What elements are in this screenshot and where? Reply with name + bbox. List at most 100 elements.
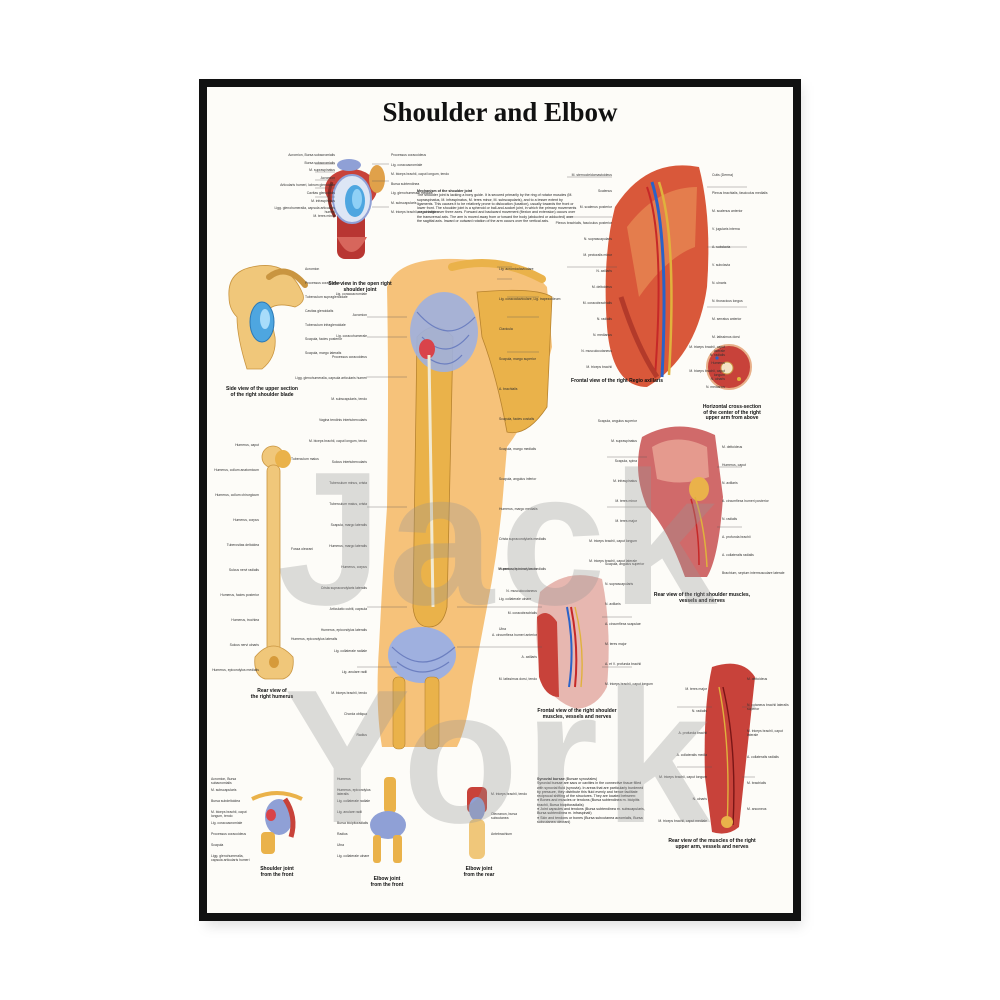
anatomy-label: M. triceps brachii, caput laterale	[589, 559, 637, 563]
humerus-illustration	[254, 445, 294, 680]
synovial-bullet: ● Joint capsules and tendons (Bursa subt…	[537, 807, 645, 816]
anatomy-label: V. jugularis interna	[712, 227, 740, 231]
anatomy-label: Lig. glenohumerale mediale	[391, 191, 433, 195]
synovial-bullet: ● Bones and muscles or tendons (Bursa su…	[537, 798, 640, 807]
caption-rear-humerus: Rear view of the right humerus	[250, 688, 294, 700]
synovial-subheading: (Bursae synoviales)	[565, 777, 598, 781]
anatomy-label: M. coracobrachialis	[507, 611, 537, 615]
anatomy-label: Humerus, trochlea	[231, 618, 259, 622]
caption-frontal-shoulder-muscles: Frontal view of the right shoulder muscl…	[537, 708, 617, 720]
anatomy-label: Processus coracoideus	[391, 153, 427, 157]
anatomy-label: M. triceps brachii, caput laterale	[689, 345, 725, 353]
anatomy-label: A. et V. profunda brachii	[605, 662, 642, 666]
anatomy-label: Acromion, Bursa subacromialis	[288, 153, 335, 157]
caption-elbow-front: Elbow joint from the front	[370, 876, 404, 888]
anatomy-label: M. supraspinatus	[611, 439, 637, 443]
open-shoulder-joint-illustration	[325, 159, 385, 259]
anatomy-label: Bursa bicipitoradialis	[337, 821, 369, 825]
anatomy-label: M. sternocleidomastoideus	[571, 173, 612, 177]
anatomy-label: M. infraspinatus	[613, 479, 637, 483]
anatomy-label: Bursa subdeltoidea	[211, 799, 241, 803]
mechanism-heading: Mechanism of the shoulder joint	[417, 189, 473, 193]
anatomy-label: Plexus brachialis, fasciculus medialis	[712, 191, 768, 195]
anatomy-label: M. biceps brachii, tendo	[331, 691, 367, 695]
bottom-elbow-front-illustration	[370, 777, 406, 863]
anatomy-label: N. ulnaris	[712, 281, 727, 285]
anatomy-label: M. triceps brachii, tendo	[491, 792, 527, 796]
anatomy-label: M. scalenus anterior	[712, 209, 743, 213]
anatomy-label: Humerus	[711, 361, 725, 365]
anatomy-label: N. ulnaris	[710, 377, 725, 381]
anatomy-label: A. collateralis radialis	[747, 755, 779, 759]
anatomy-label: Tuberculum maius, crista	[329, 502, 367, 506]
anatomy-label: Acromion	[305, 267, 320, 271]
anatomy-label: M. triceps brachii, caput mediale	[658, 819, 707, 823]
anatomy-label: Ligg. glenohumeralia, capsula articulari…	[274, 206, 335, 215]
anatomy-label: N. radialis	[722, 517, 738, 521]
anatomy-label: Clavicula	[499, 327, 513, 331]
anatomy-label: Humerus, collum anatomicum	[214, 468, 259, 472]
anatomy-label: A. profunda brachii	[678, 731, 707, 735]
mechanism-text-block: Mechanism of the shoulder joint The shou…	[417, 189, 577, 223]
rear-shoulder-muscles-illustration	[638, 426, 723, 577]
anatomy-label: Lig. collaterale radiale	[337, 799, 370, 803]
anatomy-label: A. circumflexa humeri anterior	[491, 633, 537, 637]
anatomy-label: M. anconeus	[747, 807, 767, 811]
anatomy-label: M. biceps brachii, caput longum, tendo	[211, 810, 247, 818]
anatomy-label: M. triceps brachii, caput longum	[589, 539, 637, 543]
anatomy-label: M. pectoralis minor	[583, 253, 612, 257]
anatomy-label: N. thoracicus longus	[712, 299, 743, 303]
anatomy-label: N. cutaneus brachii lateralis superior	[747, 703, 789, 711]
anatomy-label: M. triceps brachii, caput laterale	[747, 729, 783, 737]
anatomy-label: Humerus, caput	[235, 443, 259, 447]
caption-shoulder-front: Shoulder joint from the front	[260, 866, 294, 878]
anatomy-label: Humerus, epicondylus lateralis	[291, 637, 338, 641]
anatomy-label: Scapula, facies costalis	[499, 417, 535, 421]
anatomy-label: Humerus	[337, 777, 351, 781]
anatomy-label: Plexus brachialis, fasciculus posterior	[555, 221, 612, 225]
anatomy-label: M. latissimus dorsi, tendo	[498, 677, 537, 681]
caption-side-view-blade: Side view of the upper section of the ri…	[226, 386, 298, 398]
anatomy-label: Sulcus nervi ulnaris	[229, 643, 259, 647]
anatomy-label: Humerus, epicondylus lateralis	[320, 628, 367, 632]
anatomy-label: Sulcus nervi radialis	[228, 568, 259, 572]
caption-frontal-axillaris: Frontal view of the right Regio axillari…	[571, 378, 663, 384]
anatomy-label: Humerus, facies posterior	[220, 593, 259, 597]
anatomy-label: M. triceps brachii, caput longum	[605, 682, 653, 686]
anatomy-label: Scapula, angulus superior	[605, 562, 645, 566]
central-arm-illustration	[377, 258, 553, 750]
anatomy-label: Humerus, margo medialis	[499, 507, 538, 511]
anatomy-label: Scapula, margo medialis	[499, 447, 537, 451]
anatomy-label: Cutis (Derma)	[712, 173, 734, 177]
synovial-bullet: ● Skin and tendons or bones (Bursa subcu…	[537, 815, 643, 824]
caption-elbow-rear: Elbow joint from the rear	[463, 866, 495, 878]
anatomy-label: M. supraspinatus	[309, 168, 335, 173]
anatomy-label: Humerus, corpus	[233, 518, 259, 522]
anatomy-label: M. subscapularis	[211, 788, 237, 792]
synovial-heading: Synovial bursae	[537, 777, 565, 781]
bottom-elbow-rear-illustration	[467, 787, 487, 859]
anatomy-label: Humerus, epicondylus medialis	[499, 567, 546, 571]
anatomy-label: Humerus, margo lateralis	[329, 544, 367, 548]
anatomy-label: Radius	[337, 832, 348, 836]
anatomy-label: A. circumflexa humeri posterior	[722, 499, 769, 503]
anatomy-label: Processus coracoideus	[305, 281, 341, 285]
anatomy-label: M. biceps brachii, caput longum, tendo	[391, 172, 450, 176]
anatomy-poster: Shoulder and Elbow	[207, 87, 793, 913]
anatomy-label: M. triceps brachii	[586, 365, 612, 369]
anatomy-label: N. musculocutaneus	[506, 589, 537, 593]
anatomy-label: N. musculocutaneus	[581, 349, 612, 353]
anatomy-label: Scapula, margo superior	[499, 357, 536, 361]
anatomy-label: M. pectoralis minor, tendo	[498, 567, 537, 571]
anatomy-label: Scapula, angulus superior	[597, 419, 637, 423]
anatomy-label: M. teres major	[615, 519, 637, 523]
bottom-shoulder-joint-illustration	[251, 791, 303, 854]
synovial-body: Synovial bursae are sacs or cavities in …	[537, 781, 644, 799]
mechanism-body: The shoulder joint is lacking a bony gui…	[417, 193, 577, 224]
anatomy-label: Scapula, facies posterior	[305, 337, 343, 341]
anatomy-label: N. radialis	[709, 353, 725, 357]
anatomy-label: Bursa subtendinea	[391, 181, 420, 186]
anatomy-label: Lig. coracoacromiale	[335, 292, 367, 296]
anatomy-label: Antebrachium	[491, 832, 512, 836]
synovial-text-block: Synovial bursae (Bursae synoviales) Syno…	[537, 777, 647, 824]
